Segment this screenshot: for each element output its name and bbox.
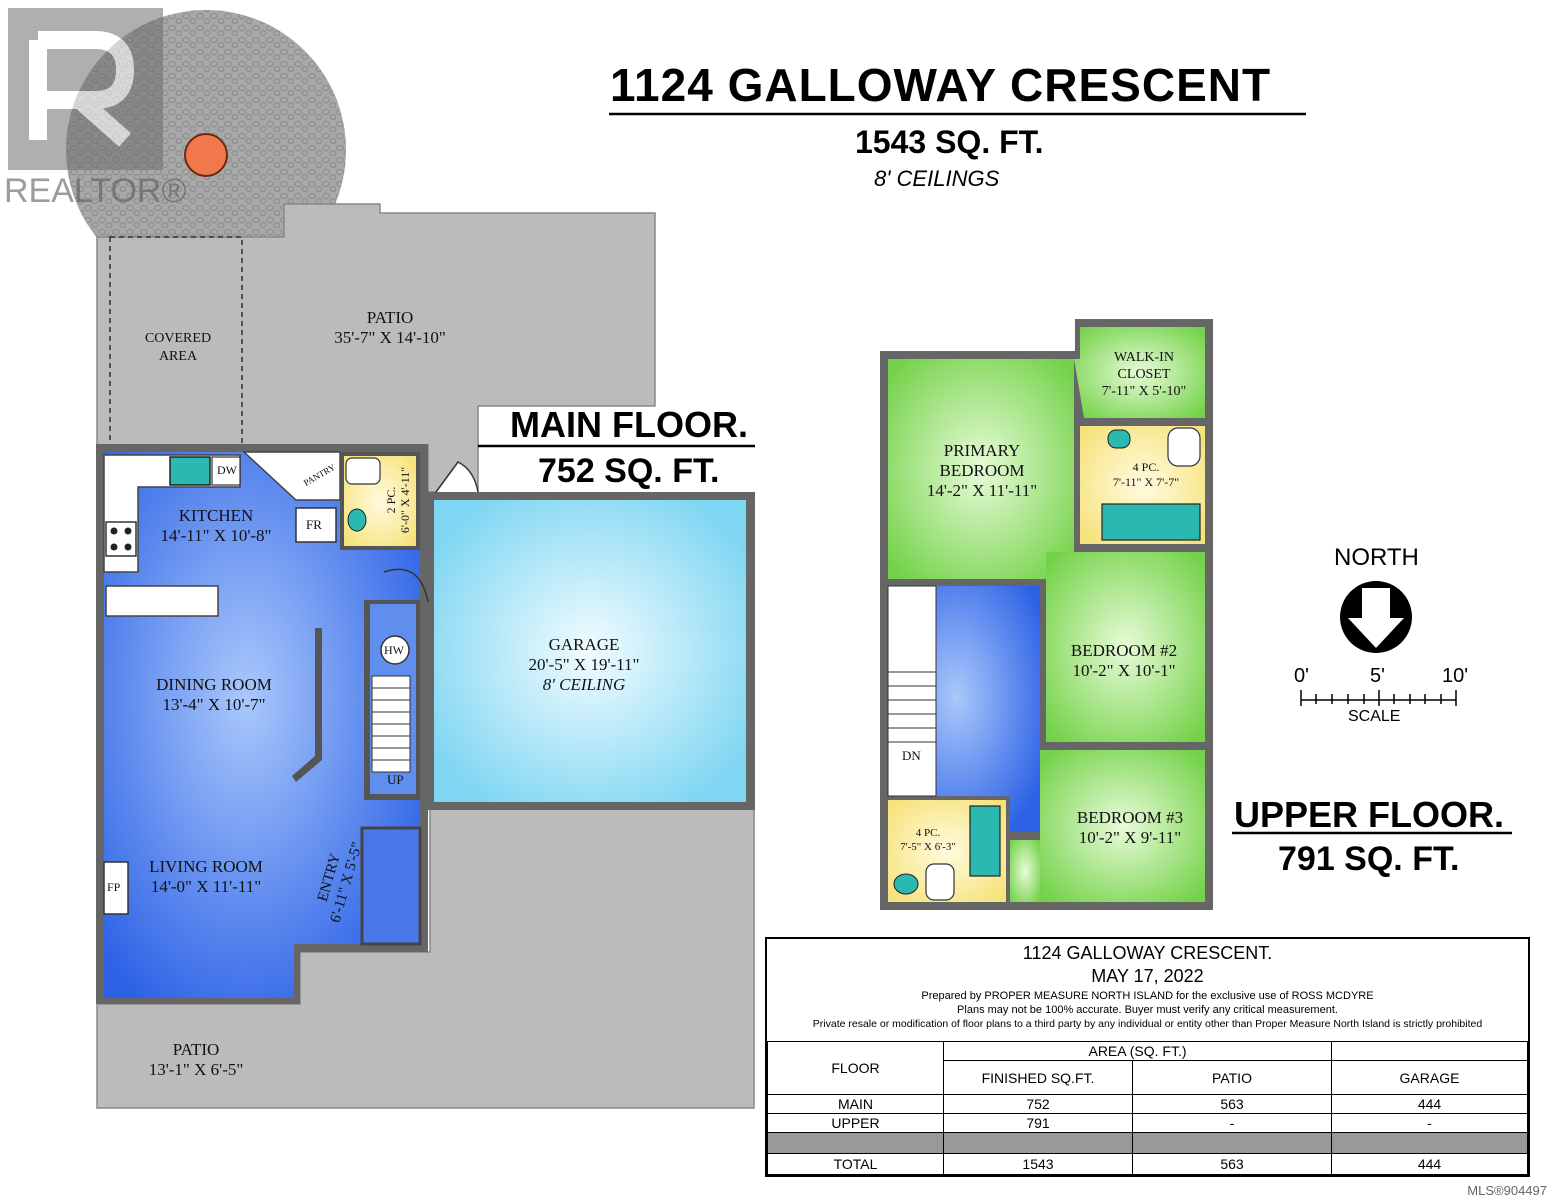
scale-label: SCALE [1348, 708, 1401, 725]
area-table: FLOOR AREA (SQ. FT.) FINISHED SQ.FT. PAT… [767, 1040, 1528, 1175]
primary-bedroom-room [888, 359, 1074, 579]
mls-number: MLS®904497 [1467, 1183, 1547, 1198]
scale-tick-0: 0' [1294, 665, 1309, 687]
scale-bar [1300, 690, 1457, 706]
upper-bath-label: 4 PC.7'-5" X 6'-3" [900, 827, 956, 853]
realtor-logo-icon [8, 8, 163, 170]
summary-disclaimer-1: Plans may not be 100% accurate. Buyer mu… [957, 1004, 1338, 1016]
sink-icon [893, 873, 919, 895]
main-floor-title: MAIN FLOOR. [510, 404, 748, 445]
dishwasher-label: DW [217, 463, 237, 477]
walk-in-closet-room [1074, 327, 1205, 418]
scale-tick-5: 5' [1370, 665, 1385, 687]
patio-door-icon [435, 461, 479, 493]
dishwasher-icon [211, 456, 241, 486]
col-patio-header: PATIO [1132, 1060, 1332, 1095]
kitchen-island [105, 585, 219, 617]
stair-treads [888, 671, 936, 743]
table-spacer-row [767, 1132, 1528, 1154]
water-heater-label: HW [384, 643, 404, 657]
fireplace-icon [103, 861, 129, 915]
upper-floor-area: 791 SQ. FT. [1278, 840, 1460, 878]
summary-title: 1124 GALLOWAY CRESCENT. [1022, 943, 1273, 963]
bedroom-3-closet [1010, 840, 1040, 902]
stairs-up-label: UP [387, 772, 404, 787]
col-floor-header: FLOOR [767, 1041, 944, 1095]
bathtub-icon [969, 805, 1001, 877]
scale-tick-10: 10' [1442, 665, 1469, 687]
bathtub-icon [1101, 503, 1201, 541]
door-swing [383, 568, 429, 603]
address-title: 1124 GALLOWAY CRESCENT [610, 59, 1272, 111]
fridge-label: FR [306, 517, 322, 532]
col-area-header: AREA (SQ. FT.) [943, 1040, 1332, 1062]
bedroom-3-room [1040, 750, 1205, 902]
table-row: UPPER 791 - - [767, 1113, 1528, 1133]
sink-icon [347, 508, 367, 532]
ceiling-height: 8' CEILINGS [874, 166, 1000, 191]
main-floor-area: 752 SQ. FT. [538, 452, 720, 490]
table-total-row: TOTAL 1543 563 444 [767, 1153, 1528, 1175]
summary-disclaimer-2: Private resale or modification of floor … [812, 1018, 1483, 1030]
toilet-icon [345, 457, 381, 485]
toilet-icon [925, 863, 955, 901]
stair-treads [372, 687, 410, 761]
col-finished-header: FINISHED SQ.FT. [943, 1060, 1133, 1095]
divider-wall [292, 628, 322, 782]
table-row: MAIN 752 563 444 [767, 1094, 1528, 1114]
col-garage-header: GARAGE [1331, 1060, 1528, 1095]
bath-2pc-label: 2 PC.6'-0" X 4'-11" [384, 466, 412, 534]
realtor-dot-icon [184, 133, 228, 177]
north-label: NORTH [1334, 544, 1419, 571]
sink-icon [169, 456, 211, 486]
upper-floor-title: UPPER FLOOR. [1234, 794, 1505, 835]
summary-date: MAY 17, 2022 [1091, 966, 1204, 986]
fireplace-label: FP [107, 880, 121, 894]
area-summary-box: 1124 GALLOWAY CRESCENT. MAY 17, 2022 Pre… [765, 937, 1530, 1177]
realtor-watermark: REALTOR® [4, 172, 187, 210]
fridge-icon [295, 507, 337, 543]
entry-closet [360, 826, 422, 946]
sink-icon [1107, 429, 1131, 449]
stairs-down-label: DN [902, 748, 921, 763]
total-area: 1543 SQ. FT. [855, 124, 1044, 160]
summary-prepared: Prepared by PROPER MEASURE NORTH ISLAND … [921, 990, 1374, 1002]
stairs-down [887, 585, 937, 797]
garage-room [434, 500, 746, 802]
bedroom-2-room [1046, 552, 1205, 742]
stove-icon [105, 521, 137, 557]
toilet-icon [1167, 427, 1201, 467]
ensuite-label: 4 PC.7'-11" X 7'-7" [1112, 460, 1180, 489]
water-heater-icon [380, 635, 410, 665]
